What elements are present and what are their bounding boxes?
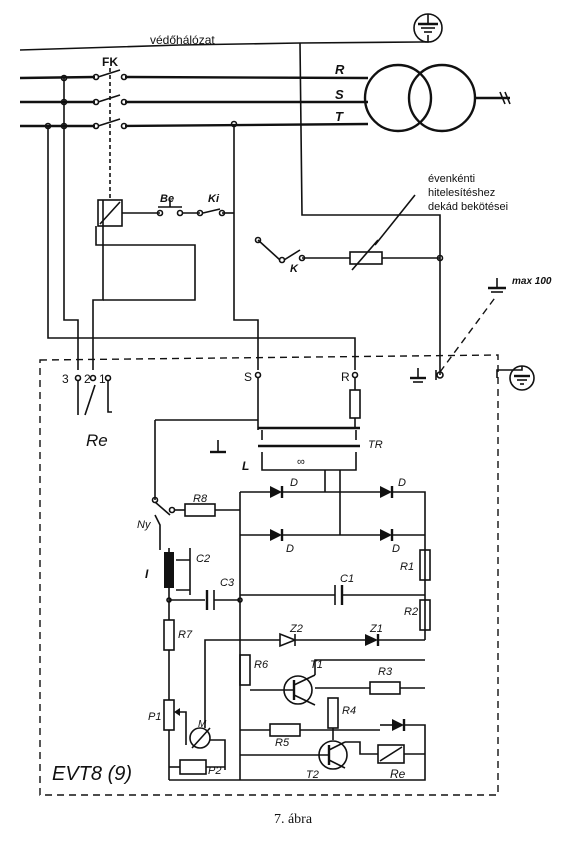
annotation-line-2: hitelesítéshez [428,187,495,199]
terminal-block-321 [74,374,112,416]
p2-label: P2 [208,765,221,777]
z1-label: Z1 [369,623,383,635]
ground-symbol-tr [210,440,226,454]
ny-label: Ny [137,519,152,531]
diode-1-label: D [290,477,298,489]
z2-label: Z2 [289,623,303,635]
r2-label: R2 [404,606,418,618]
terminal-r-label: R [341,370,350,384]
ground-symbol-top [413,13,443,43]
resistor-r7 [163,619,175,700]
terminal-3-label: 3 [62,372,69,386]
protective-network-label: védőhálózat [150,33,215,47]
resistor-r5 [240,723,380,737]
potentiometer-p2 [169,759,426,781]
annotation-line-1: évenkénti [428,173,475,185]
earth-electrode [439,278,535,391]
rectifier-bridge [239,470,426,780]
p1-label: P1 [148,711,161,723]
c2-label: C2 [196,553,210,565]
diode-2-label: D [398,477,406,489]
transistor-t2 [240,740,348,770]
tr-label: TR [368,439,383,451]
l-label: L [242,459,249,473]
figure-caption: 7. ábra [273,812,313,827]
re-terminal-label: Re [86,431,108,450]
fk-label: FK [102,55,118,69]
device-name-label: EVT8 (9) [52,763,132,785]
t1-label: T1 [310,659,323,671]
max-100-label: max 100 [512,276,552,287]
mains-transformer [363,63,511,133]
potentiometer-p1 [163,699,187,780]
sr-terminals [254,370,437,430]
r3-label: R3 [378,666,393,678]
resistor-r4 [327,697,339,740]
ki-label: Ki [208,193,220,205]
terminal-s-label: S [244,370,252,384]
k-label: K [290,263,299,275]
protective-network-line [19,35,429,51]
ground-symbol-device [410,368,426,383]
resistor-r1 [419,549,431,581]
c3-label: C3 [220,577,235,589]
resistor-r2 [419,599,431,631]
i-meter [164,548,191,620]
resistor-r6 [239,654,251,686]
zener-diodes [204,632,425,720]
r8-label: R8 [193,493,208,505]
capacitor-c1 [240,585,425,605]
diode-4-label: D [392,543,400,555]
r5-label: R5 [275,737,290,749]
device-enclosure [39,354,499,796]
phase-s-label: S [335,87,344,102]
phase-r-label: R [335,62,345,77]
c1-label: C1 [340,573,354,585]
device-transformer: ∞ [154,419,360,500]
be-label: Be [160,193,174,205]
relay-re [345,741,425,764]
phase-lines [19,74,369,130]
svg-text:∞: ∞ [297,456,305,468]
annotation-line-3: dekád bekötései [428,201,508,213]
terminal-1-label: 1 [99,372,106,386]
k-switch-and-calibration [254,194,444,379]
i-label: I [145,567,149,581]
capacitor-c3 [166,590,243,610]
re-relay-label: Re [390,767,406,781]
transistor-t1 [250,659,425,706]
r7-label: R7 [178,629,193,641]
m-label: M [198,719,207,730]
t2-label: T2 [306,769,319,781]
diode-lower [380,719,426,760]
r8-ny-branch [151,496,240,550]
meter-m [189,720,226,770]
contactor-coil [95,199,234,301]
r4-label: R4 [342,705,356,717]
diode-3-label: D [286,543,294,555]
fk-breaker [92,68,128,200]
r6-label: R6 [254,659,269,671]
phase-t-label: T [335,109,344,124]
r1-label: R1 [400,561,414,573]
terminal-2-label: 2 [84,372,91,386]
network-feed-wires [47,42,441,375]
resistor-r3 [315,681,425,695]
